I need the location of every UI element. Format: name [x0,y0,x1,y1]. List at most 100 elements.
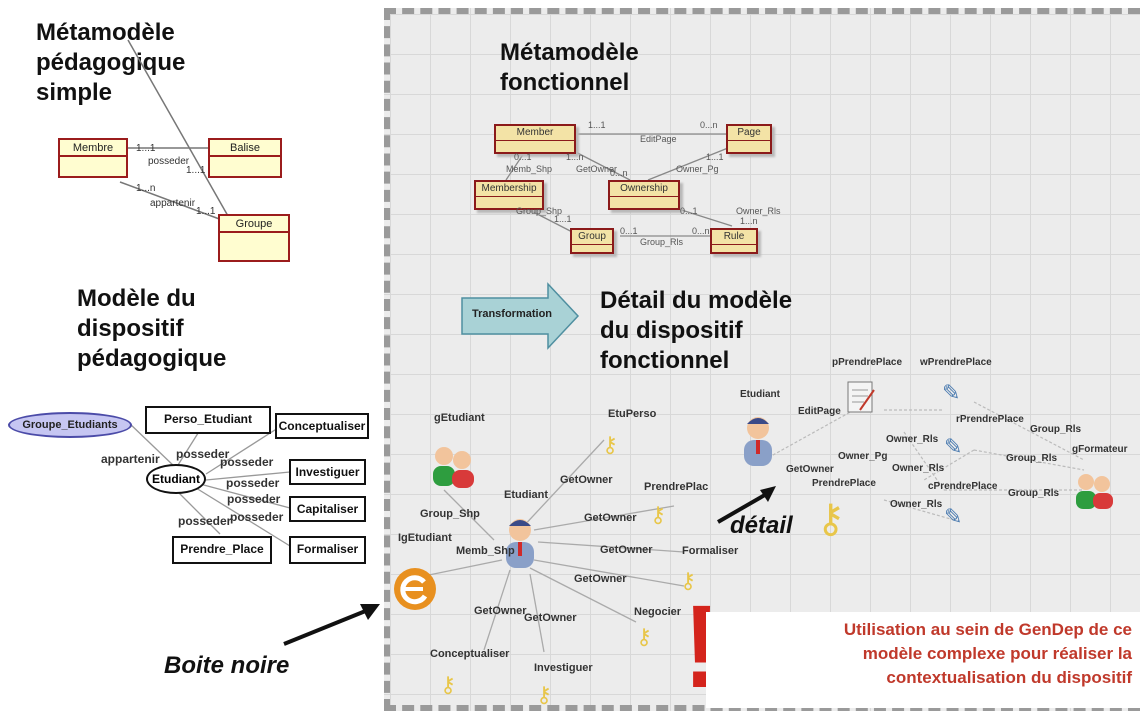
graph-label: Memb_Shp [456,545,515,557]
uml-class-balise: Balise [208,138,282,178]
mult-label: 1...n [740,216,758,226]
modele-disp-title: Modèle du dispositif pédagogique [77,285,227,372]
detail-graph-edges [423,401,1085,653]
graph-label: Conceptualiser [430,648,510,660]
edge-label: Group_Shp [516,206,563,216]
graph-label: Owner_Rls [886,434,939,445]
graph-label: EditPage [798,406,841,417]
boite-noire-label: Boite noire [164,652,290,679]
edge-label: posseder [148,156,190,167]
node-formaliser: Formaliser [289,536,366,564]
graph-label: gFormateur [1072,444,1128,455]
graph-label: GetOwner [560,474,613,486]
mult-label: 1...1 [706,152,724,162]
transformation-arrow [461,282,580,350]
graph-label: Owner_Pg [838,451,888,462]
mult-label: 0...n [700,120,718,130]
large-key-icon: ⚷ [816,497,846,541]
graph-label: rPrendrePlace [956,414,1024,425]
transformation-label: Transformation [471,308,553,320]
mult-label: 1...1 [196,206,216,217]
meta-ped-edges [119,39,229,221]
edge-label: Owner_Pg [676,164,719,174]
graph-label: Group_Rls [1030,424,1082,435]
uml-class-membership: Membership [474,180,544,210]
edge-label: appartenir [150,198,196,209]
meta-ped-title: Métamodèle pédagogique simple [36,19,186,106]
node-conceptualiser: Conceptualiser [275,413,369,439]
node-perso-etudiant: Perso_Etudiant [145,406,271,434]
note-text: Utilisation au sein de GenDep de ce modè… [843,620,1132,687]
formateur-users-icon [1076,474,1113,509]
key-icon: ⚷ [440,672,457,697]
edge-label: EditPage [640,134,677,144]
key-icon: ⚷ [536,682,553,707]
mult-label: 1...n [566,152,584,162]
graph-label: Group_Shp [420,508,480,520]
uml-class-member: Member [494,124,576,154]
tool-icon: ✎ [942,380,961,405]
edge-label: posseder [178,514,232,528]
graph-label: PrendrePlac [644,481,709,493]
graph-label: cPrendrePlace [928,481,998,492]
edge-label: GetOwner [576,164,618,174]
graph-label: IgEtudiant [398,532,452,544]
tool-icon: ✎ [944,504,963,529]
graph-label: Negocier [634,606,682,618]
graph-label: Formaliser [682,545,739,557]
edge-label: Owner_Rls [736,206,781,216]
mult-label: 1...1 [136,143,156,154]
graph-label: gEtudiant [434,412,485,424]
uml-class-group: Group [570,228,614,254]
edge-label: posseder [230,510,284,524]
tool-icon: ✎ [944,434,963,459]
edge-label: posseder [226,476,280,490]
graph-label: Owner_Rls [890,499,943,510]
edge-label: posseder [220,455,274,469]
mult-label: 0...1 [620,226,638,236]
mult-label: 1...1 [554,214,572,224]
graph-label: GetOwner [524,612,577,624]
mult-label: 0...1 [514,152,532,162]
student-user-icon [506,519,534,568]
graph-label: EtuPerso [608,408,657,420]
uml-class-membre: Membre [58,138,128,178]
graph-label: PrendrePlace [812,478,876,489]
graph-label: GetOwner [584,512,637,524]
uml-class-rule: Rule [710,228,758,254]
graph-label: Investiguer [534,662,593,674]
uml-class-ownership: Ownership [608,180,680,210]
graph-label: GetOwner [474,605,527,617]
modele-disp-edges [127,421,291,547]
key-icon: ⚷ [636,624,653,649]
uml-class-page: Page [726,124,772,154]
uml-class-groupe: Groupe [218,214,290,262]
node-capitaliser: Capitaliser [289,496,366,522]
edge-label: posseder [227,492,281,506]
note-background [706,612,1142,708]
node-investiguer: Investiguer [289,459,366,485]
detail-label: détail [730,512,793,539]
edge-label: Memb_Shp [506,164,553,174]
mult-label: 1...1 [186,165,206,176]
edge-label: Group_Rls [640,237,684,247]
node-prendre-place: Prendre_Place [172,536,272,564]
graph-label: GetOwner [600,544,653,556]
mult-label: 0...n [692,226,710,236]
graph-label: Owner_Rls [892,463,945,474]
key-icon: ⚷ [650,502,667,527]
node-etudiant: Etudiant [146,464,206,494]
boite-noire-arrow [283,604,380,646]
key-icon: ⚷ [680,568,697,593]
edge-label: appartenir [101,452,160,466]
node-groupe-etudiants: Groupe_Etudiants [8,412,132,438]
graph-label: Etudiant [740,389,780,400]
group-users-icon [433,447,474,488]
graph-label: wPrendrePlace [920,357,992,368]
mult-label: 0...n [610,168,628,178]
mult-label: 1...1 [588,120,606,130]
meta-fonc-title: Métamodèle fonctionnel [500,39,639,96]
graph-label: Etudiant [504,489,548,501]
document-icon [847,381,875,413]
detail-arrow [717,486,776,524]
